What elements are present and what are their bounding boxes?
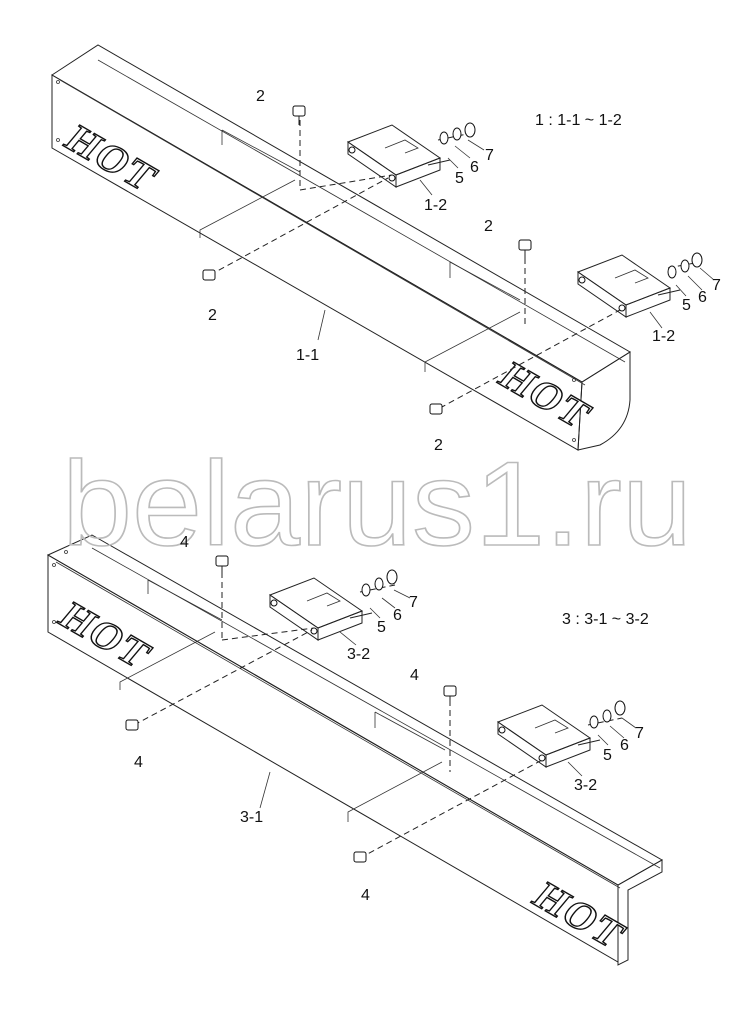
bracket-1-2-b bbox=[576, 254, 681, 318]
washers-5-6-7-b bbox=[667, 252, 703, 279]
callout-3-2-a: 3-2 bbox=[347, 646, 370, 663]
callout-6-c: 6 bbox=[393, 607, 402, 624]
callout-4-a: 4 bbox=[180, 534, 189, 551]
callout-1-2-a: 1-2 bbox=[424, 197, 447, 214]
callout-1-2-b: 1-2 bbox=[652, 328, 675, 345]
callout-7-d: 7 bbox=[635, 725, 644, 742]
bolt-4-c bbox=[443, 685, 457, 700]
callout-4-b: 4 bbox=[134, 754, 143, 771]
callout-5-b: 5 bbox=[682, 297, 691, 314]
washers-5-6-7-a bbox=[439, 122, 476, 145]
callout-5-c: 5 bbox=[377, 619, 386, 636]
callout-3-1: 3-1 bbox=[240, 809, 263, 826]
washers-5-6-7-d bbox=[589, 700, 626, 729]
hot-text-3b: HOT bbox=[524, 874, 635, 956]
callout-7-a: 7 bbox=[485, 147, 494, 164]
callout-1-1: 1-1 bbox=[296, 347, 319, 364]
legend-top: 1 : 1-1 ~ 1-2 bbox=[535, 112, 622, 129]
hot-text-1a: HOT bbox=[56, 117, 167, 199]
washers-5-6-7-c bbox=[361, 569, 398, 597]
bolt-4-a bbox=[215, 555, 229, 572]
callout-3-2-b: 3-2 bbox=[574, 777, 597, 794]
heat-shield-3-1 bbox=[46, 534, 664, 966]
callout-2-d: 2 bbox=[434, 437, 443, 454]
heat-shield-assembly-1: HOT HOT bbox=[51, 44, 715, 451]
callout-6-a: 6 bbox=[470, 159, 479, 176]
callout-4-c: 4 bbox=[410, 667, 419, 684]
bracket-3-2-b bbox=[496, 704, 601, 768]
callout-7-c: 7 bbox=[409, 594, 418, 611]
bolt-2-a bbox=[292, 105, 306, 125]
watermark-text: belarus1.ru bbox=[62, 437, 692, 571]
callout-2-a: 2 bbox=[256, 88, 265, 105]
callout-4-d: 4 bbox=[361, 887, 370, 904]
callout-6-b: 6 bbox=[698, 289, 707, 306]
bolt-2-c bbox=[518, 239, 532, 258]
bolt-2-b bbox=[202, 269, 216, 281]
callout-5-a: 5 bbox=[455, 170, 464, 187]
hot-text-1b: HOT bbox=[490, 354, 601, 436]
heat-shield-1-1 bbox=[51, 44, 631, 451]
legend-bottom: 3 : 3-1 ~ 3-2 bbox=[562, 611, 649, 628]
bracket-3-2-a bbox=[268, 577, 373, 641]
callout-2-c: 2 bbox=[484, 218, 493, 235]
bracket-1-2-a bbox=[346, 124, 451, 188]
bolt-4-b bbox=[125, 719, 139, 731]
callout-6-d: 6 bbox=[620, 737, 629, 754]
heat-shield-assembly-3: HOT HOT bbox=[46, 534, 664, 966]
bolt-4-d bbox=[353, 851, 367, 863]
callout-7-b: 7 bbox=[712, 277, 721, 294]
callout-2-b: 2 bbox=[208, 307, 217, 324]
callout-5-d: 5 bbox=[603, 747, 612, 764]
hot-text-3a: HOT bbox=[50, 594, 161, 676]
bolt-2-d bbox=[429, 403, 443, 415]
